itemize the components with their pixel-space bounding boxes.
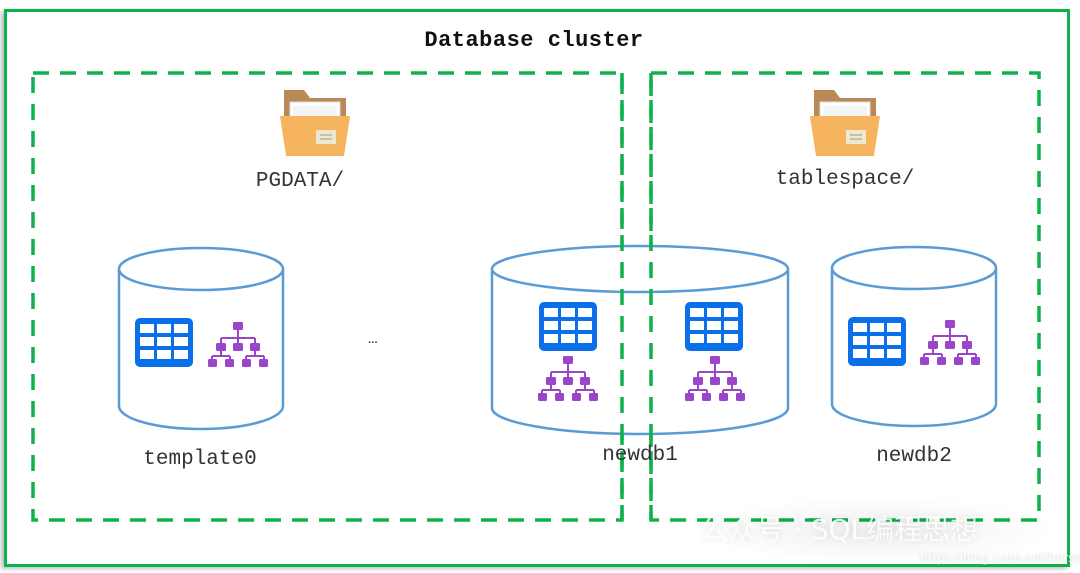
watermark-backdrop [690,495,1060,565]
watermark-text: 公众号 · SQL编程思想 [700,513,979,546]
database-label-newdb1: newdb1 [602,444,678,467]
table-icon [135,318,193,367]
database-cylinder-newdb1 [490,244,790,436]
table-icon [848,317,906,366]
database-cluster-border [4,9,1070,567]
database-cylinder-template0 [117,246,285,431]
more-databases-ellipsis: … [368,330,378,348]
folder-icon [280,90,350,156]
database-cylinder-newdb2 [830,245,998,428]
table-icon [685,302,743,351]
table-icon [539,302,597,351]
pgdata-label: PGDATA/ [255,170,345,193]
database-label-template0: template0 [143,448,257,471]
folder-icon [810,90,880,156]
database-label-newdb2: newdb2 [876,445,952,468]
watermark-url: https://blog.csdn.net/horses [920,551,1080,565]
diagram-title: Database cluster [424,28,644,53]
tablespace-label: tablespace/ [775,168,915,191]
